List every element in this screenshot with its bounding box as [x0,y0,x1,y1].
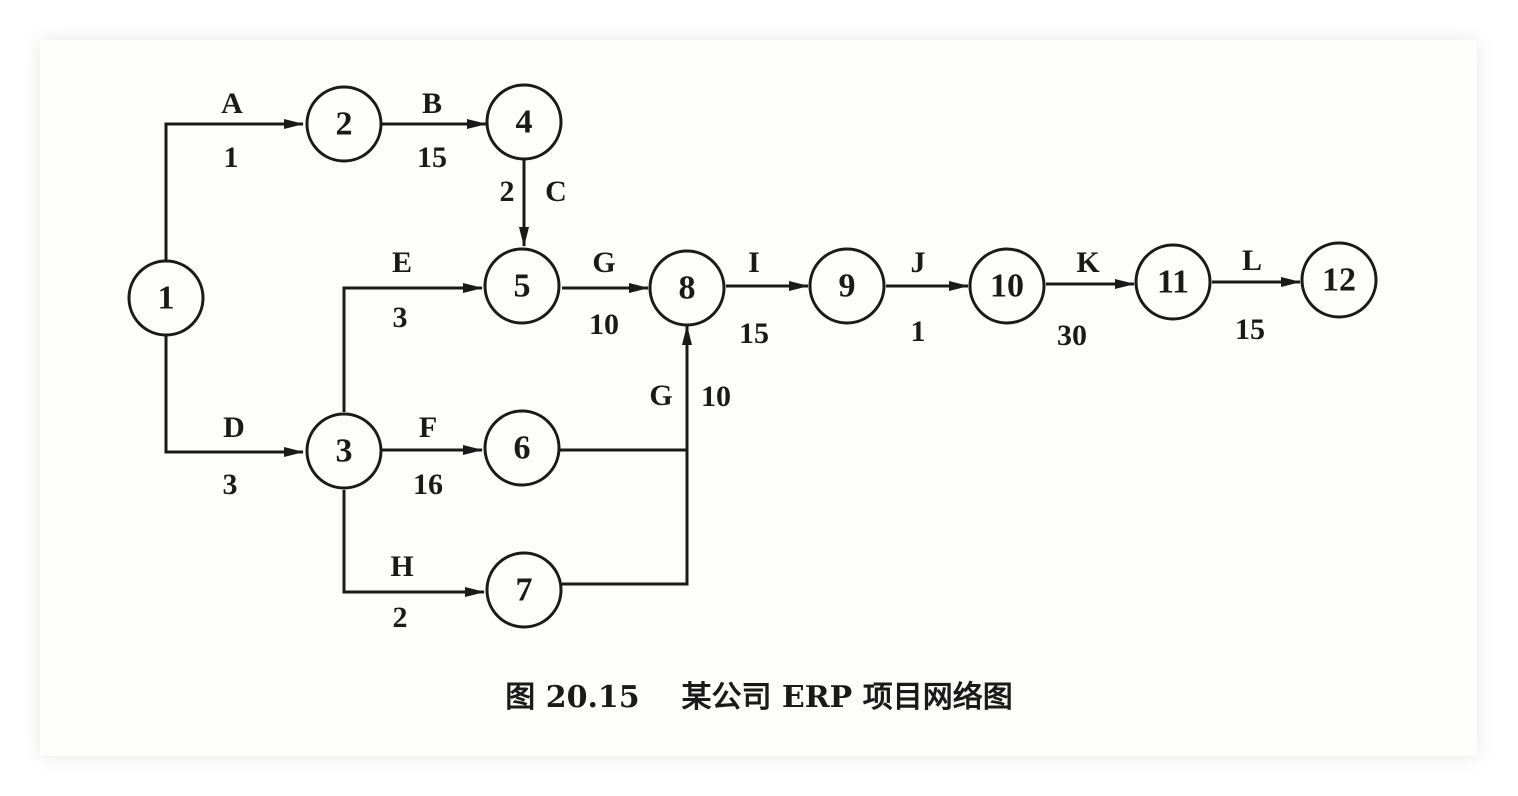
activity-D-duration: 3 [223,468,238,501]
activity-G-upper-duration: 10 [589,308,619,341]
node-11-label: 11 [1157,264,1189,301]
figure-caption: 图 20.15 某公司 ERP 项目网络图 [505,680,1013,715]
activity-K-duration: 30 [1057,319,1087,352]
activity-I-duration: 15 [739,317,769,350]
node-11: 11 [1134,243,1212,321]
edge-labels: A 1 B 15 2 C D 3 E 3 F 16 H 2 G 10 G 10 … [221,87,1265,634]
node-12-label: 12 [1322,262,1356,299]
node-8: 8 [648,249,726,327]
node-5-label: 5 [514,268,531,305]
activity-G-upper-name: G [592,246,615,279]
activity-B-duration: 15 [417,141,447,174]
activity-B-name: B [422,87,442,120]
activity-H-duration: 2 [393,601,408,634]
node-9-label: 9 [839,268,856,305]
activity-A-duration: 1 [224,141,239,174]
activity-D-name: D [223,411,245,444]
node-1-label: 1 [158,280,175,317]
activity-E-duration: 3 [393,301,408,334]
activity-J-name: J [911,246,926,279]
activity-G-lower-name: G [649,379,672,412]
node-6-label: 6 [514,430,531,467]
node-7-label: 7 [516,572,533,609]
node-12: 12 [1300,241,1378,319]
node-10-label: 10 [990,268,1024,305]
edge-7-to-8 [562,450,689,586]
edge-A [164,119,304,262]
activity-L-name: L [1242,244,1262,277]
node-6: 6 [483,409,561,487]
activity-I-name: I [748,246,760,279]
activity-H-name: H [390,550,413,583]
node-9: 9 [808,247,886,325]
activity-A-name: A [221,87,243,120]
node-4-label: 4 [516,104,533,141]
edges [164,119,1301,597]
node-4: 4 [485,83,563,161]
activity-E-name: E [392,246,412,279]
activity-G-lower-duration: 10 [701,380,731,413]
nodes: 1 2 3 4 5 6 7 8 [127,83,1378,629]
activity-F-name: F [419,411,437,444]
activity-L-duration: 15 [1235,313,1265,346]
figure-card [40,40,1477,756]
activity-F-duration: 16 [413,468,443,501]
node-2: 2 [305,85,383,163]
node-2-label: 2 [336,106,353,143]
edge-D [164,334,304,457]
node-10: 10 [968,247,1046,325]
node-7: 7 [485,551,563,629]
edge-E [342,283,483,412]
activity-C-name: C [545,175,567,208]
node-8-label: 8 [679,270,696,307]
node-3: 3 [305,412,383,490]
edge-H [342,490,485,597]
node-3-label: 3 [336,433,353,470]
activity-C-duration: 2 [500,175,515,208]
activity-J-duration: 1 [911,315,926,348]
activity-K-name: K [1076,246,1100,279]
node-1: 1 [127,259,205,337]
node-5: 5 [483,247,561,325]
